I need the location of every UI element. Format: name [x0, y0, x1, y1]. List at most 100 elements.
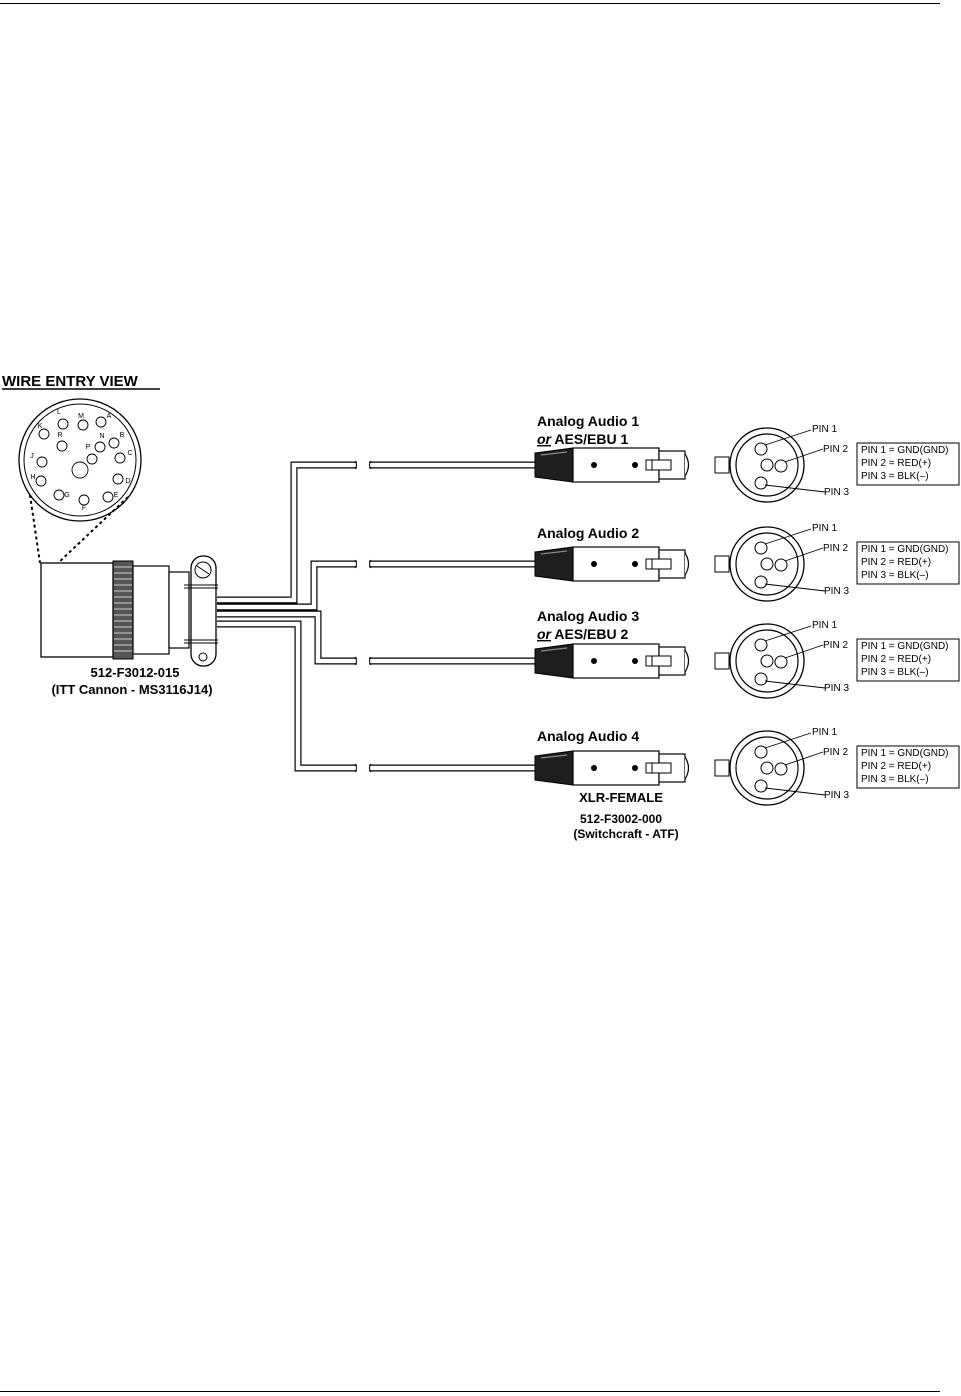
pin-legend-line: PIN 2 = RED(+) — [861, 557, 931, 568]
top-rule — [0, 3, 940, 4]
cable-3-fill — [217, 611, 535, 664]
pin-hole — [35, 475, 47, 487]
cable-break-mark — [354, 460, 372, 470]
pin-legend-box: PIN 1 = GND(GND) PIN 2 = RED(+) PIN 3 = BL… — [856, 442, 960, 486]
xlr-face-view: PIN 1 PIN 2 PIN 3 — [714, 424, 849, 503]
cable-break-gap — [357, 459, 369, 471]
pin-legend-line: PIN 2 = RED(+) — [861, 761, 931, 772]
projection-line-right — [57, 496, 129, 564]
xlr-female-plug — [534, 546, 690, 582]
pin-letter: L — [57, 409, 61, 416]
cable-4 — [217, 620, 535, 772]
output-label: Analog Audio 3 — [537, 608, 639, 624]
pin-legend-line: PIN 1 = GND(GND) — [861, 641, 949, 652]
pin-legend-box: PIN 1 = GND(GND) PIN 2 = RED(+) PIN 3 = BL… — [856, 541, 960, 585]
pin-letter: K — [38, 423, 43, 430]
cable-break-gap — [357, 762, 369, 774]
bottom-rule — [0, 1391, 940, 1392]
pin-legend-line: PIN 1 = GND(GND) — [861, 544, 949, 555]
pin-hole — [56, 440, 68, 452]
pin-letter: J — [30, 453, 34, 460]
pin-hole — [77, 419, 89, 431]
pin-label: PIN 1 — [812, 620, 837, 631]
pin-label: PIN 1 — [812, 727, 837, 738]
pin-legend-line: PIN 2 = RED(+) — [861, 458, 931, 469]
pin-legend-line: PIN 1 = GND(GND) — [861, 748, 949, 759]
cable-harness — [217, 459, 535, 774]
main-connector-body — [40, 555, 218, 667]
xlr-part-number: 512-F3002-000 — [580, 812, 662, 826]
xlr-type-label: XLR-FEMALE — [579, 790, 663, 805]
pin-label: PIN 2 — [823, 747, 848, 758]
output-alt-label: or AES/EBU 1 — [537, 431, 628, 447]
pin-letter: B — [120, 432, 125, 439]
pin-legend-line: PIN 3 = BLK(–) — [861, 471, 929, 482]
pin-label: PIN 2 — [823, 543, 848, 554]
pin-hole — [57, 418, 69, 430]
pin-legend-line: PIN 1 = GND(GND) — [861, 445, 949, 456]
cable-1-fill — [217, 462, 535, 603]
output-label: Analog Audio 4 — [537, 728, 639, 744]
pin-hole — [53, 489, 65, 501]
cable-2-fill — [217, 561, 535, 610]
pin-legend-line: PIN 3 = BLK(–) — [861, 570, 929, 581]
xlr-female-plug — [534, 643, 690, 679]
cable-4-fill — [217, 621, 535, 771]
pin-letter: N — [99, 433, 104, 440]
pin-legend-line: PIN 2 = RED(+) — [861, 654, 931, 665]
pin-letter: M — [78, 413, 84, 420]
pin-letter: G — [64, 492, 69, 499]
pin-legend-box: PIN 1 = GND(GND) PIN 2 = RED(+) PIN 3 = BL… — [856, 745, 960, 789]
pin-legend-line: PIN 3 = BLK(–) — [861, 667, 929, 678]
cable-break-mark — [354, 656, 372, 666]
pin-letter: P — [86, 444, 91, 451]
pin-letter: C — [127, 450, 132, 457]
pin-letter: H — [30, 474, 35, 481]
pin-letter: R — [57, 432, 62, 439]
pin-legend-line: PIN 3 = BLK(–) — [861, 774, 929, 785]
pin-hole — [102, 491, 114, 503]
output-4: Analog Audio 4 PIN 1 PIN 2 PIN 3 PIN 1 = GND… — [534, 727, 960, 806]
pin-label: PIN 1 — [812, 523, 837, 534]
xlr-female-plug — [534, 447, 690, 483]
pin-label: PIN 3 — [824, 586, 849, 597]
wire-entry-view-heading: WIRE ENTRY VIEW — [2, 373, 139, 390]
pin-label: PIN 2 — [823, 444, 848, 455]
pin-hole — [94, 441, 106, 453]
pin-label: PIN 1 — [812, 424, 837, 435]
pin-hole — [114, 452, 126, 464]
pin-hole — [112, 473, 124, 485]
center-key — [71, 461, 89, 479]
xlr-face-view: PIN 1 PIN 2 PIN 3 — [714, 727, 849, 806]
pin-hole — [36, 456, 48, 468]
pin-legend-box: PIN 1 = GND(GND) PIN 2 = RED(+) PIN 3 = BL… — [856, 638, 960, 682]
pin-letter: A — [107, 413, 112, 420]
pin-letter: F — [82, 505, 86, 512]
xlr-female-plug — [534, 750, 690, 786]
pin-hole — [86, 453, 98, 465]
cable-1 — [217, 461, 535, 604]
pin-hole — [38, 428, 50, 440]
pin-label: PIN 3 — [824, 487, 849, 498]
output-alt-label: or AES/EBU 2 — [537, 626, 628, 642]
pin-label: PIN 2 — [823, 640, 848, 651]
pin-label: PIN 3 — [824, 790, 849, 801]
xlr-face-view: PIN 1 PIN 2 PIN 3 — [714, 620, 849, 699]
pin-hole — [108, 437, 120, 449]
pin-letter: E — [114, 492, 119, 499]
cable-break-mark — [354, 559, 372, 569]
output-label: Analog Audio 1 — [537, 413, 639, 429]
xlr-face-view: PIN 1 PIN 2 PIN 3 — [714, 523, 849, 602]
pin-label: PIN 3 — [824, 683, 849, 694]
output-label: Analog Audio 2 — [537, 525, 639, 541]
xlr-description: (Switchcraft - ATF) — [573, 827, 678, 841]
cable-break-gap — [357, 655, 369, 667]
main-connector-description: (ITT Cannon - MS3116J14) — [51, 682, 212, 697]
cable-break-gap — [357, 558, 369, 570]
